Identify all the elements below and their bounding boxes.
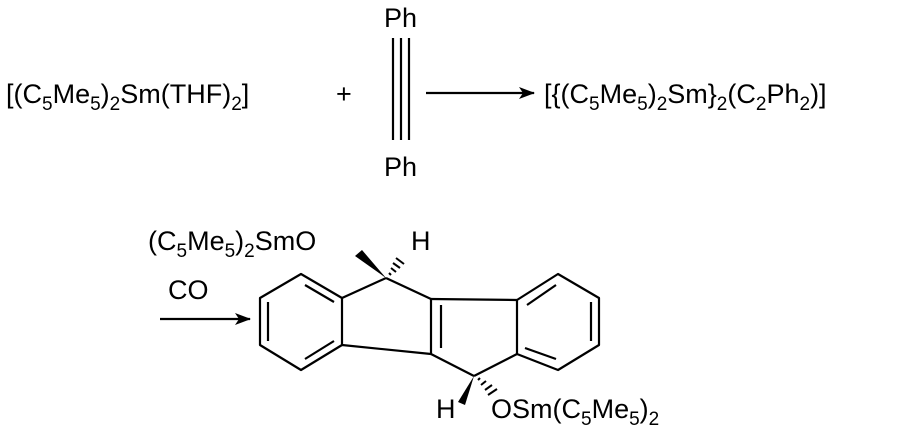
phenyl-bottom-label: Ph (384, 152, 417, 182)
reagent-co-label: CO (168, 275, 209, 305)
diphenylacetylene: Ph Ph (384, 3, 417, 182)
bottom-hydrogen-label: H (436, 394, 456, 424)
bottom-wedge-bond (458, 376, 474, 405)
bottom-samarium-oxide-group: OSm(C5Me5)2 (491, 394, 659, 430)
right-benzene-ring (515, 272, 601, 372)
dihydroindenoindene-skeleton (258, 272, 601, 377)
top-hydrogen-label: H (411, 226, 431, 256)
reactant-samarium-complex: [(C5Me5)2Sm(THF)2] (6, 79, 249, 115)
top-samarium-oxide-group: (C5Me5)2SmO (148, 226, 316, 262)
triple-bond (391, 38, 411, 140)
top-hashed-bond (388, 257, 405, 276)
left-benzene-ring (258, 272, 344, 372)
plus-sign: + (336, 79, 352, 109)
phenyl-top-label: Ph (384, 3, 417, 33)
product-dimer-complex: [{(C5Me5)2Sm}2(C2Ph2)] (544, 79, 827, 115)
top-wedge-bond (355, 250, 386, 278)
bottom-hashed-bond (477, 377, 498, 396)
